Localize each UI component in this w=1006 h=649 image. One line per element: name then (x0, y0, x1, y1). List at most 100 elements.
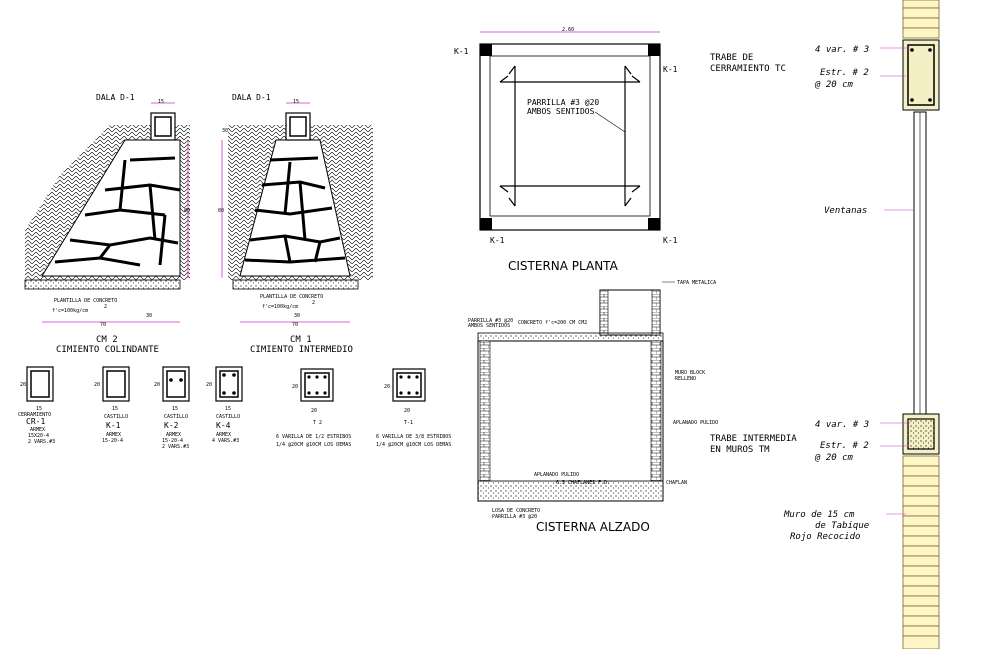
dim-70-cm1: 70 (292, 322, 298, 328)
cr1-dim-h: 20 (20, 382, 26, 388)
estr-top-1: Estr. # 2 (820, 68, 869, 78)
cr1-code: CR-1 (26, 417, 45, 426)
vars-top: 4 var. # 3 (815, 45, 869, 55)
k2-armado-2: 2 VARS.#3 (162, 444, 189, 450)
k1-code: K-1 (106, 421, 121, 430)
estr-mid-2: @ 20 cm (814, 453, 854, 463)
k4-armado-1: 4 VARS.#3 (212, 438, 239, 444)
muro-label-2: de Tabique (815, 521, 869, 531)
dala-rebar-cm2 (154, 116, 172, 137)
cr1-armado-0: ARMEX (30, 427, 45, 433)
trabe-tc-label-2: CERRAMIENTO TC (710, 64, 786, 74)
dim-70-cm2: 70 (100, 322, 106, 328)
footing-cm1: DALA D-1 15 30 80 PLANTILLA DE CONCRETO … (218, 93, 373, 355)
t2-code: T 2 (313, 420, 322, 426)
stone-joints-cm2 (54, 156, 181, 267)
alzado-chaflan: CHAFLAN (666, 480, 687, 486)
alzado-losa-left1: PARRILLA #3 @20 (468, 318, 513, 324)
subtitle-cm1: CIMIENTO INTERMEDIO (250, 345, 353, 355)
k1-armado-0: ARMEX (106, 432, 121, 438)
k1-dim-h: 20 (94, 382, 100, 388)
plantilla-sub-cm1: 2 (312, 300, 315, 306)
plantilla-label-cm2: PLANTILLA DE CONCRETO (54, 298, 117, 304)
t2-note-1: 1/4 @20CM @10CM LOS DEMAS (276, 442, 351, 448)
trabe-tm-label-2: EN MUROS TM (710, 445, 770, 455)
k1-armado-1: 15-20-4 (102, 438, 123, 444)
brick-column-bottom (902, 455, 940, 649)
trabe-tc-label-1: TRABE DE (710, 53, 753, 63)
cr1-name: CERRAMIENTO (18, 412, 51, 418)
fc-cm1: f'c=100kg/cm (262, 304, 298, 310)
trabe-tc (902, 39, 940, 111)
k2-name: CASTILLO (164, 414, 188, 420)
alzado-losa-left2: AMBOS SENTIDOS (468, 323, 510, 329)
alzado-firme: 6.5 CHAFLANES F.D. (556, 480, 610, 486)
section-cr1: 20 15 CERRAMIENTO CR-1 ARMEX 15X20-4 2 V… (18, 366, 55, 445)
dim-height-cm2: 80 (184, 208, 190, 214)
dim-bottom-cm1: 30 (294, 313, 300, 319)
dim-top-cm2: 15 (158, 99, 164, 105)
muro-label-3: Rojo Recocido (790, 532, 860, 542)
estr-top-2: @ 20 cm (814, 80, 854, 90)
k2-dim-w: 15 (172, 406, 178, 412)
plantilla-cm2 (24, 279, 181, 290)
k4-dim-w: 15 (225, 406, 231, 412)
dim-30-cm2: 30 (146, 313, 152, 319)
k2-code: K-2 (164, 421, 179, 430)
cisterna-planta: 2.60 K-1 K-1 K-1 K-1 PARRILLA #3 @20 AMB… (454, 27, 678, 273)
t2-note-0: 6 VARILLA DE 1/2 ESTRIBOS (276, 434, 351, 440)
dim-top-cm1: 15 (293, 99, 299, 105)
k4-armado-0: ARMEX (216, 432, 231, 438)
title-cm2: CM 2 (96, 335, 118, 345)
t1-note-0: 6 VARILLA DE 3/8 ESTRIBOS (376, 434, 451, 440)
ventanas-label: Ventanas (824, 206, 867, 216)
planta-title: CISTERNA PLANTA (508, 259, 619, 273)
t1-dim-w: 20 (404, 408, 410, 414)
plantilla-cm1 (232, 279, 359, 290)
section-k1: 20 15 CASTILLO K-1 ARMEX 15-20-4 (94, 366, 130, 444)
parrilla-text-2: AMBOS SENTIDOS (527, 107, 595, 116)
alzado-aplanado-right: APLANADO PULIDO (673, 420, 718, 426)
section-t2: 20 20 T 2 6 VARILLA DE 1/2 ESTRIBOS 1/4 … (276, 368, 351, 448)
dala-rebar-cm1 (289, 116, 307, 137)
dala-label-cm1: DALA D-1 (232, 93, 271, 102)
k2-armado-1: 15-20-4 (162, 438, 183, 444)
k-label-tr: K-1 (663, 65, 678, 74)
t2-dim-w: 20 (311, 408, 317, 414)
k-label-bl: K-1 (490, 236, 505, 245)
k1-name: CASTILLO (104, 414, 128, 420)
plantilla-label-cm1: PLANTILLA DE CONCRETO (260, 294, 323, 300)
parrilla-text: PARRILLA #3 @20 (527, 98, 599, 107)
t2-dim-h: 20 (292, 384, 298, 390)
muro-label-1: Muro de 15 cm (783, 510, 855, 520)
planta-dim-top: 2.60 (562, 27, 574, 33)
alzado-base-left2: PARRILLA #3 @20 (492, 514, 537, 520)
k-label-tl: K-1 (454, 47, 469, 56)
t1-dim-h: 20 (384, 384, 390, 390)
footing-cm2: DALA D-1 15 80 PLANTILLA DE CONCRETO 2 f… (24, 93, 190, 355)
estr-mid-1: Estr. # 2 (820, 441, 869, 451)
section-k4: 20 15 CASTILLO K-4 ARMEX 4 VARS.#3 (206, 366, 243, 444)
alzado-aplanado-bottom: APLANADO PULIDO (534, 472, 579, 478)
section-k2: 20 15 CASTILLO K-2 ARMEX 15-20-4 2 VARS.… (154, 366, 190, 450)
cr1-armado-2: 2 VARS.#3 (28, 439, 55, 445)
brick-column-top (902, 0, 940, 39)
section-t1: 20 20 T-1 6 VARILLA DE 3/8 ESTRIBOS 1/4 … (376, 368, 451, 448)
k4-dim-h: 20 (206, 382, 212, 388)
cr1-dim-w: 15 (36, 406, 42, 412)
alzado-tapa: TAPA METALICA (677, 280, 716, 286)
plantilla-sub-cm2: 2 (104, 304, 107, 310)
k4-code: K-4 (216, 421, 231, 430)
stone-joints-cm1 (244, 156, 346, 264)
k-label-br: K-1 (663, 236, 678, 245)
alzado-base-left1: LOSA DE CONCRETO (492, 508, 540, 514)
alzado-muro2: RELLENO (675, 376, 696, 382)
vars-mid: 4 var. # 3 (815, 420, 869, 430)
cr1-armado-1: 15X20-4 (28, 433, 49, 439)
alzado-losa-mid: CONCRETO f'c=200 CM CM2 (518, 320, 587, 326)
alzado-title: CISTERNA ALZADO (536, 520, 650, 534)
trabe-tm-label-1: TRABE INTERMEDIA (710, 434, 797, 444)
dim-30-cm1: 30 (222, 128, 228, 134)
